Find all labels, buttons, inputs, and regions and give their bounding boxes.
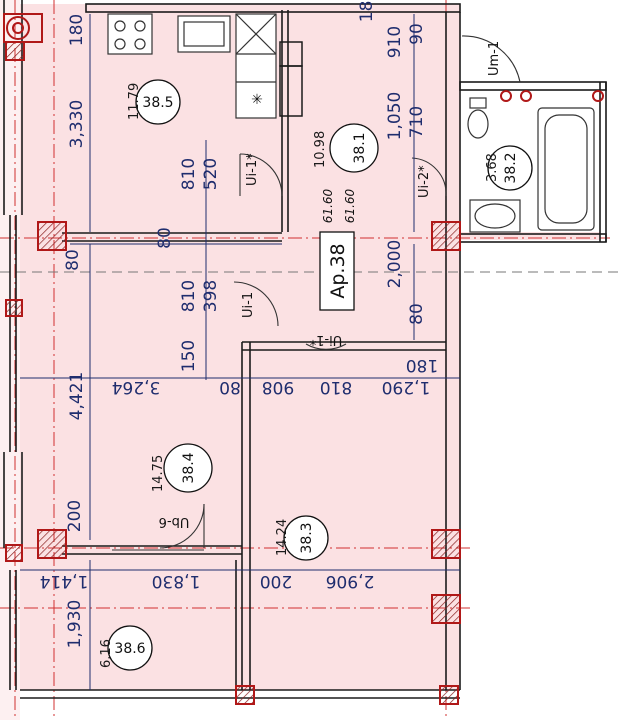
door-label-ui1-star-b: Ui-1* (309, 332, 342, 347)
axis-lines (0, 0, 610, 720)
dim-180-mid: 180 (406, 355, 438, 375)
dim-3330: 3,330 (67, 100, 87, 149)
room-area-38-4: 14.75 (151, 455, 166, 492)
room-area-38-6: 6.16 (99, 639, 114, 668)
riser-icon (3, 13, 43, 43)
dim-1414: 1,414 (40, 571, 89, 591)
dim-398: 398 (201, 280, 221, 312)
dim-200-left: 200 (65, 500, 85, 532)
duct-icon (279, 41, 303, 117)
dim-80-mid: 80 (155, 227, 175, 249)
dim-180-top-right: 180 (357, 0, 377, 22)
dim-90: 90 (407, 23, 427, 45)
dim-810-a: 810 (179, 158, 199, 190)
kitchen-fixtures (107, 13, 277, 119)
dimension-lines (20, 14, 460, 690)
apartment-label: Ap.38 61.60 61.60 (319, 188, 357, 311)
door-label-ub6: Ub-6 (159, 514, 190, 529)
door-label-ui1-star: Ui-1* (245, 153, 260, 186)
room-bubble-38-3: 38.3 14.24 (275, 515, 329, 561)
door-label-ui2-star: Ui-2* (417, 165, 432, 198)
apartment-number: Ap.38 (327, 243, 349, 298)
room-bubble-38-6: 38.6 6.16 (99, 625, 153, 671)
room-area-38-5: 11.79 (127, 83, 142, 120)
dim-910: 910 (385, 26, 405, 58)
room-id-38-5: 38.5 (142, 95, 173, 111)
room-id-38-1: 38.1 (352, 132, 368, 163)
dim-1050: 1,050 (385, 92, 405, 141)
door-swings (112, 35, 521, 551)
room-id-38-3: 38.3 (299, 522, 315, 553)
door-label-um1: Um-1 (487, 41, 502, 76)
dim-1930: 1,930 (65, 600, 85, 649)
apartment-total-area-1: 61.60 (321, 188, 335, 223)
room-id-38-6: 38.6 (114, 641, 145, 657)
room-id-38-4: 38.4 (181, 452, 197, 483)
room-bubble-38-1: 38.1 10.98 (313, 123, 379, 173)
room-bubble-38-4: 38.4 14.75 (151, 443, 213, 493)
dim-520: 520 (201, 158, 221, 190)
dim-180-top: 180 (67, 14, 87, 46)
dim-908: 908 (262, 377, 294, 397)
structural-columns (5, 41, 461, 705)
dim-80-right: 80 (407, 303, 427, 325)
bath-fixtures (467, 97, 595, 233)
room-area-38-2: 3.68 (485, 153, 500, 182)
door-label-ui1: Ui-1 (241, 292, 256, 318)
dim-810-c: 810 (320, 377, 352, 397)
dim-2906: 2,906 (326, 571, 375, 591)
dim-1830: 1,830 (152, 571, 201, 591)
dim-80-left: 80 (63, 249, 83, 271)
room-area-38-3: 14.24 (275, 519, 290, 556)
apartment-total-area-2: 61.60 (343, 188, 357, 223)
dim-150: 150 (179, 340, 199, 372)
dim-3264: 3,264 (112, 377, 161, 397)
dim-2000: 2,000 (385, 240, 405, 289)
room-area-38-1: 10.98 (313, 131, 328, 168)
dim-710: 710 (407, 106, 427, 138)
dim-810-b: 810 (179, 280, 199, 312)
room-bubble-38-2: 38.2 3.68 (485, 145, 533, 191)
bath-risers (500, 90, 604, 102)
fridge-icon: ✳ (251, 92, 263, 108)
room-id-38-2: 38.2 (503, 152, 519, 183)
dim-200-row: 200 (260, 571, 292, 591)
dimension-texts: 180 3,330 810 520 80 80 810 398 150 4,42… (40, 0, 439, 648)
room-bubble-38-5: 38.5 11.79 (127, 79, 181, 125)
dim-1290: 1,290 (382, 377, 431, 397)
dim-4421: 4,421 (67, 372, 87, 421)
dim-80-row: 80 (219, 377, 241, 397)
